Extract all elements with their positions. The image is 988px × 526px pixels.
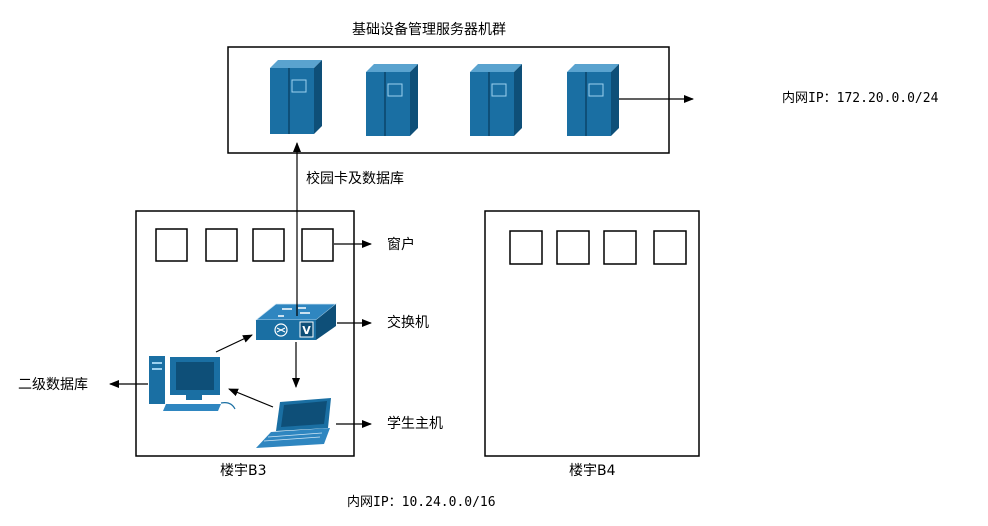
secondary-db-label: 二级数据库 xyxy=(18,377,88,393)
server-icon xyxy=(470,64,522,136)
window-icon xyxy=(509,230,543,265)
cluster-ip-label: 内网IP：172.20.0.0/24 xyxy=(782,91,939,106)
window-icon xyxy=(205,228,238,262)
window-icon xyxy=(155,228,188,262)
switch-icon: V xyxy=(254,303,338,340)
building-b3-label: 楼宇B3 xyxy=(220,463,267,479)
student-host-label: 学生主机 xyxy=(387,416,443,432)
window-icon xyxy=(301,228,334,262)
svg-text:V: V xyxy=(302,324,311,337)
window-icon xyxy=(556,230,590,265)
server-icon xyxy=(270,60,322,134)
window-icon xyxy=(252,228,285,262)
laptop-to-pc-line xyxy=(228,388,274,408)
laptop-icon xyxy=(256,398,331,448)
desktop-pc-icon xyxy=(149,356,236,411)
building-b4-label: 楼宇B4 xyxy=(569,463,616,479)
window-label: 窗户 xyxy=(387,237,415,253)
card-db-label: 校园卡及数据库 xyxy=(306,171,404,187)
window-icon xyxy=(653,230,687,265)
network-ip-label: 内网IP：10.24.0.0/16 xyxy=(347,495,496,510)
server-icon xyxy=(366,64,418,136)
cluster-title: 基础设备管理服务器机群 xyxy=(352,22,506,38)
window-icon xyxy=(603,230,637,265)
pc-to-switch-line xyxy=(215,334,253,353)
server-icon xyxy=(567,64,619,136)
switch-label: 交换机 xyxy=(387,315,429,331)
